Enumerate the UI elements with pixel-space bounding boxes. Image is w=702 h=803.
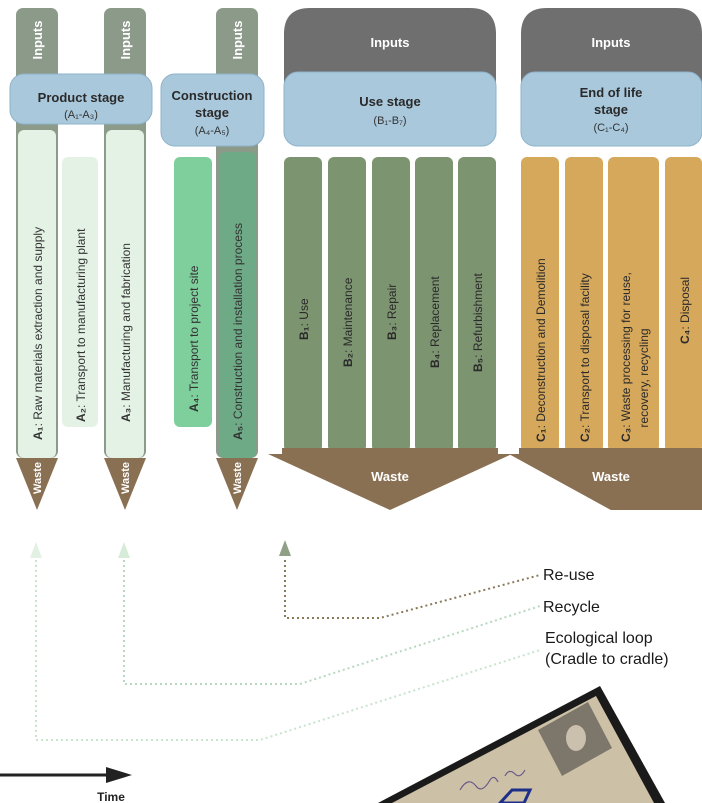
module-b2-label: B₂: Maintenance: [341, 277, 355, 367]
eol-stage-box: [520, 71, 702, 147]
recycle-arrowhead: [118, 542, 130, 558]
module-c2-label: C₂: Transport to disposal facility: [578, 273, 592, 442]
module-a4-label: A₄: Transport to project site: [187, 265, 201, 412]
eol-inputs-label: Inputs: [592, 35, 631, 50]
module-a1-label: A₁: Raw materials extraction and supply: [31, 227, 45, 440]
eol-waste-arrow-tip: [509, 454, 702, 510]
eol-waste-label: Waste: [592, 469, 630, 484]
inputs-label-a3: Inputs: [118, 21, 133, 60]
end-of-life-stage-group: Inputs End of life stage (C₁-C₄) C₁: Dec…: [509, 8, 702, 510]
module-c1-box: [521, 157, 559, 452]
use-stage-code: (B₁-B₇): [373, 115, 406, 127]
module-a4-box: [174, 157, 212, 427]
module-b2-box: [328, 157, 366, 452]
module-a3-box: [106, 130, 144, 458]
module-a3-label: A₃: Manufacturing and fabrication: [119, 243, 133, 422]
product-stage-box: [9, 73, 153, 125]
module-c2-box: [565, 157, 603, 452]
module-c3-box: [608, 157, 659, 452]
construction-stage-title-l1: Construction: [172, 88, 253, 103]
construction-stage-group: Inputs Construction stage (A₄-A₅) A₄: Tr…: [160, 8, 265, 510]
module-b4-label: B₄: Replacement: [428, 276, 442, 368]
product-stage-group: Inputs Inputs Product stage (A₁-A₃) A₁: …: [9, 8, 153, 510]
construction-stage-code: (A₄-A₅): [195, 125, 230, 137]
reuse-loop-line: [284, 560, 541, 619]
recycle-label: Recycle: [543, 599, 600, 616]
module-a5-box: [219, 152, 256, 458]
ecological-loop-label-l2: (Cradle to cradle): [545, 651, 669, 668]
module-a5-label: A₅: Construction and installation proces…: [231, 223, 245, 440]
waste-label-a5: Waste: [232, 462, 244, 494]
use-waste-arrow: [268, 448, 512, 510]
module-b3-box: [372, 157, 410, 452]
module-c3-label-l1: C₃: Waste processing for reuse,: [619, 272, 633, 442]
time-label: Time: [97, 790, 125, 803]
module-c1-label: C₁: Deconstruction and Demolition: [534, 258, 548, 442]
use-inputs-label: Inputs: [371, 35, 410, 50]
module-a2-box: [62, 157, 98, 427]
postcard-paper: [392, 696, 654, 803]
ecological-loop-label-l1: Ecological loop: [545, 630, 653, 647]
module-b1-label: B₁: Use: [297, 298, 311, 340]
inputs-label-a1: Inputs: [30, 21, 45, 60]
time-arrowhead: [106, 767, 132, 783]
module-b3-label: B₃: Repair: [385, 284, 399, 340]
ecological-loop-line: [35, 560, 541, 741]
module-b4-box: [415, 157, 453, 452]
product-stage-title: Product stage: [38, 90, 125, 105]
waste-label-a3: Waste: [120, 462, 132, 494]
eol-stage-code: (C₁-C₄): [593, 122, 628, 134]
waste-arrow-a1: [16, 458, 58, 510]
waste-arrow-a3: [104, 458, 146, 510]
use-stage-box: [283, 71, 497, 147]
module-c3-label-l2: recovery, recycling: [637, 328, 651, 427]
use-stage-title: Use stage: [359, 94, 420, 109]
module-b1-box: [284, 157, 322, 452]
module-c4-box: [665, 157, 702, 452]
module-a1-box: [18, 130, 56, 458]
inputs-label-a5: Inputs: [230, 21, 245, 60]
module-b5-label: B₅: Refurbishment: [471, 272, 485, 372]
construction-stage-box: [160, 73, 265, 147]
module-b5-box: [458, 157, 496, 452]
handwriting-mark-2: [504, 769, 526, 777]
eol-stage-title-l2: stage: [594, 102, 628, 117]
stamp-frame: [497, 788, 533, 803]
portrait-face: [566, 725, 586, 751]
ecological-arrowhead: [30, 542, 42, 558]
construction-stage-title-l2: stage: [195, 105, 229, 120]
reuse-label: Re-use: [543, 567, 595, 584]
reuse-arrowhead: [279, 540, 291, 556]
handwriting-mark: [459, 776, 499, 791]
waste-label-a1: Waste: [32, 462, 44, 494]
module-a2-label: A₂: Transport to manufacturing plant: [74, 228, 88, 422]
photo-overlay: [378, 686, 665, 803]
module-c4-label: C₄: Disposal: [678, 277, 692, 344]
time-axis: Time: [0, 767, 132, 803]
use-waste-label: Waste: [371, 469, 409, 484]
use-stage-group: Inputs Use stage (B₁-B₇) B₁: Use B₂: Mai…: [268, 8, 512, 510]
eol-stage-title-l1: End of life: [580, 85, 643, 100]
recycle-loop-line: [123, 560, 541, 685]
waste-arrow-a5: [216, 458, 258, 510]
loop-arrows: Re-use Recycle Ecological loop (Cradle t…: [30, 540, 669, 741]
product-stage-code: (A₁-A₃): [64, 109, 98, 121]
